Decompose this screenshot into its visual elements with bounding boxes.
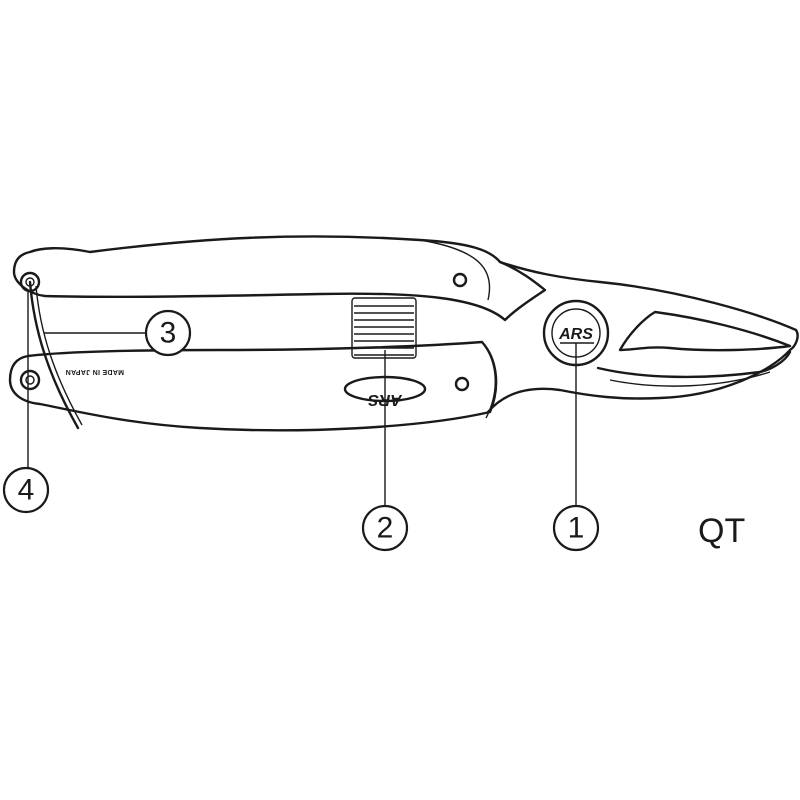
handle-stamp: MADE IN JAPAN: [65, 368, 124, 375]
blade-head: ARS: [486, 260, 799, 414]
upper-handle: [12, 235, 547, 322]
lower-handle: MADE IN JAPAN ARS: [8, 340, 498, 432]
callout-4-number: 4: [18, 474, 35, 507]
model-code: QT: [698, 512, 745, 550]
pivot-logo-text: ARS: [558, 326, 593, 343]
callout-2-number: 2: [377, 512, 394, 545]
callout-1: 1: [552, 343, 600, 552]
callout-2: 2: [361, 350, 409, 552]
callout-3-number: 3: [160, 317, 177, 350]
spring: [351, 297, 417, 359]
callout-4: 4: [2, 290, 50, 514]
callout-1-number: 1: [568, 512, 585, 545]
callout-3: 3: [44, 309, 192, 357]
lock-wire: [28, 280, 83, 430]
